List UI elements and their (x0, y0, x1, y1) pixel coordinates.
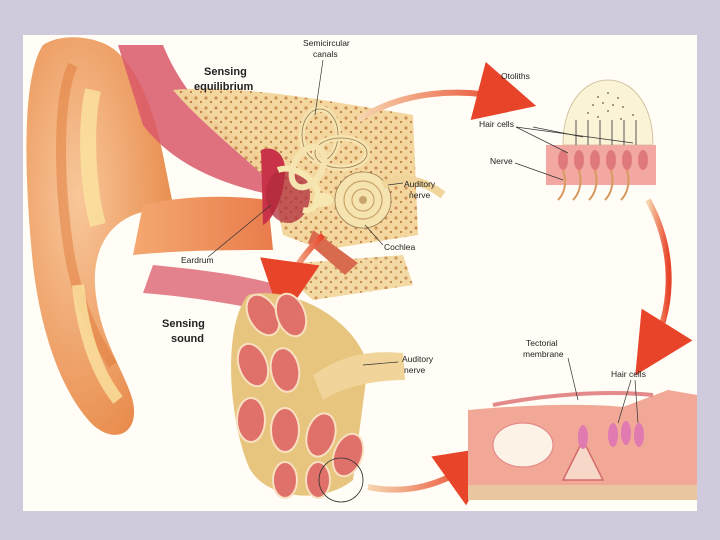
sensing-sound-label-line1: Sensing (162, 318, 205, 330)
cochlea-label: Cochlea (384, 242, 415, 252)
semicircular-canals-label-line1: Semicircular (303, 38, 350, 48)
inner-ear (261, 106, 446, 275)
ear-diagram: Sensing equilibrium Sensing sound Semici… (26, 37, 697, 506)
otolith-inset (546, 79, 656, 201)
otoliths-label: Otoliths (501, 71, 530, 81)
auditory-nerve-mid-label-line2: nerve (404, 365, 426, 375)
hair-cells-bottom-label: Hair cells (611, 369, 646, 379)
semicircular-canals-label-line2: canals (313, 49, 338, 59)
auditory-nerve-mid-label-line1: Auditory (402, 354, 434, 364)
sensing-equilibrium-label-line1: Sensing (204, 66, 247, 78)
sensing-sound-label-line2: sound (171, 333, 204, 345)
auditory-nerve-top-label-line2: nerve (409, 190, 431, 200)
diagram-panel: Sensing equilibrium Sensing sound Semici… (23, 35, 697, 511)
sensing-equilibrium-label-line2: equilibrium (194, 81, 254, 93)
outer-ear (26, 37, 418, 435)
organ-of-corti (468, 390, 697, 500)
auditory-nerve-top-label-line1: Auditory (404, 179, 436, 189)
tectorial-membrane-label-line2: membrane (523, 349, 564, 359)
cycle-arrows (260, 61, 693, 506)
tectorial-membrane-label-line1: Tectorial (526, 338, 558, 348)
nerve-label: Nerve (490, 156, 513, 166)
eardrum-label: Eardrum (181, 255, 214, 265)
cochlea-section (231, 292, 405, 503)
leader-lines (207, 59, 639, 424)
hair-cells-top-label: Hair cells (479, 119, 514, 129)
